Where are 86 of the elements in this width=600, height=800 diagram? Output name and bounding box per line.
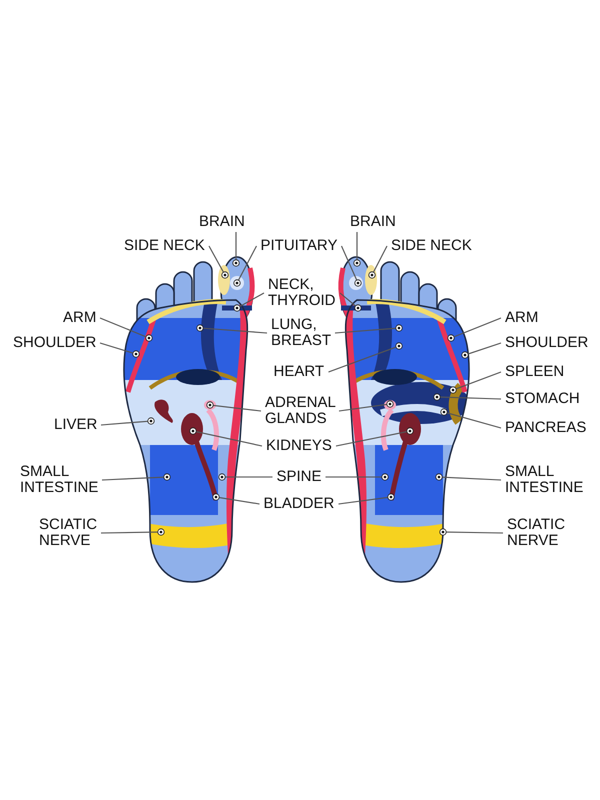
leader-line: [235, 232, 237, 260]
leader-line: [100, 420, 148, 426]
point-marker: [132, 350, 140, 358]
organ-label: NECK, THYROID: [268, 277, 336, 309]
leader-line: [196, 431, 262, 447]
point-marker: [395, 324, 403, 332]
point-marker: [147, 417, 155, 425]
organ-label: SIDE NECK: [124, 238, 205, 254]
organ-label: SCIATIC NERVE: [39, 517, 98, 549]
point-marker: [447, 334, 455, 342]
leader-line: [225, 476, 272, 478]
point-marker: [387, 493, 395, 501]
point-marker: [381, 473, 389, 481]
leader-line: [454, 317, 502, 338]
leader-line: [356, 232, 358, 260]
leader-line: [456, 371, 502, 390]
point-marker: [406, 427, 414, 435]
point-marker: [212, 493, 220, 501]
organ-label: SCIATIC NERVE: [507, 517, 566, 549]
point-marker: [163, 473, 171, 481]
point-marker: [386, 400, 394, 408]
leader-line: [240, 292, 264, 307]
organ-label: KIDNEYS: [266, 438, 332, 454]
point-marker: [145, 334, 153, 342]
leader-line: [440, 396, 502, 400]
point-marker: [206, 401, 214, 409]
point-marker: [233, 279, 241, 287]
organ-label: ADRENAL GLANDS: [265, 395, 336, 427]
organ-label: SMALL INTESTINE: [20, 464, 98, 496]
leader-line: [102, 476, 164, 481]
leader-line: [447, 412, 502, 429]
leader-line: [208, 246, 224, 272]
leader-line: [336, 431, 407, 447]
leader-line: [334, 328, 396, 334]
organ-label: SMALL INTESTINE: [505, 464, 584, 496]
point-marker: [233, 304, 241, 312]
organ-label: ARM: [505, 310, 538, 326]
point-marker: [435, 473, 443, 481]
organ-label: BLADDER: [264, 496, 334, 512]
point-marker: [353, 259, 361, 267]
leader-line: [101, 532, 158, 534]
point-marker: [157, 528, 165, 536]
point-marker: [221, 271, 229, 279]
organ-label: LUNG, BREAST: [271, 317, 332, 349]
leader-line: [446, 532, 503, 534]
leader-line: [238, 246, 257, 280]
leader-line: [100, 318, 146, 338]
point-marker: [218, 473, 226, 481]
leader-line: [326, 476, 382, 478]
organ-label: SPINE: [276, 469, 322, 485]
organ-label: PANCREAS: [505, 420, 586, 436]
leader-line: [338, 404, 387, 412]
leader-line: [340, 292, 356, 306]
point-marker: [368, 271, 376, 279]
point-marker: [354, 304, 362, 312]
leader-line: [100, 342, 133, 354]
point-marker: [395, 342, 403, 350]
point-marker: [232, 259, 240, 267]
leader-line: [442, 476, 502, 481]
leader-line: [468, 342, 502, 354]
organ-label: HEART: [274, 364, 324, 380]
organ-label: SHOULDER: [505, 335, 588, 351]
point-marker: [449, 386, 457, 394]
point-marker: [433, 393, 441, 401]
organ-label: SPLEEN: [505, 364, 564, 380]
point-marker: [196, 324, 204, 332]
organ-label: SHOULDER: [13, 335, 96, 351]
organ-label: SIDE NECK: [391, 238, 472, 254]
leader-line: [338, 496, 388, 505]
organ-label: STOMACH: [505, 391, 580, 407]
leader-line: [219, 497, 260, 505]
point-marker: [461, 351, 469, 359]
organ-label: BRAIN: [350, 214, 396, 230]
organ-label: LIVER: [54, 417, 98, 433]
point-marker: [440, 408, 448, 416]
organ-label: BRAIN: [199, 214, 245, 230]
leader-line: [341, 246, 358, 280]
point-marker: [439, 528, 447, 536]
point-marker: [354, 279, 362, 287]
leader-line: [213, 404, 262, 412]
leader-line: [203, 328, 268, 334]
organ-label: PITUITARY: [260, 238, 338, 254]
leader-line: [328, 346, 396, 373]
point-marker: [189, 427, 197, 435]
leader-line: [373, 246, 388, 272]
organ-label: ARM: [63, 310, 96, 326]
